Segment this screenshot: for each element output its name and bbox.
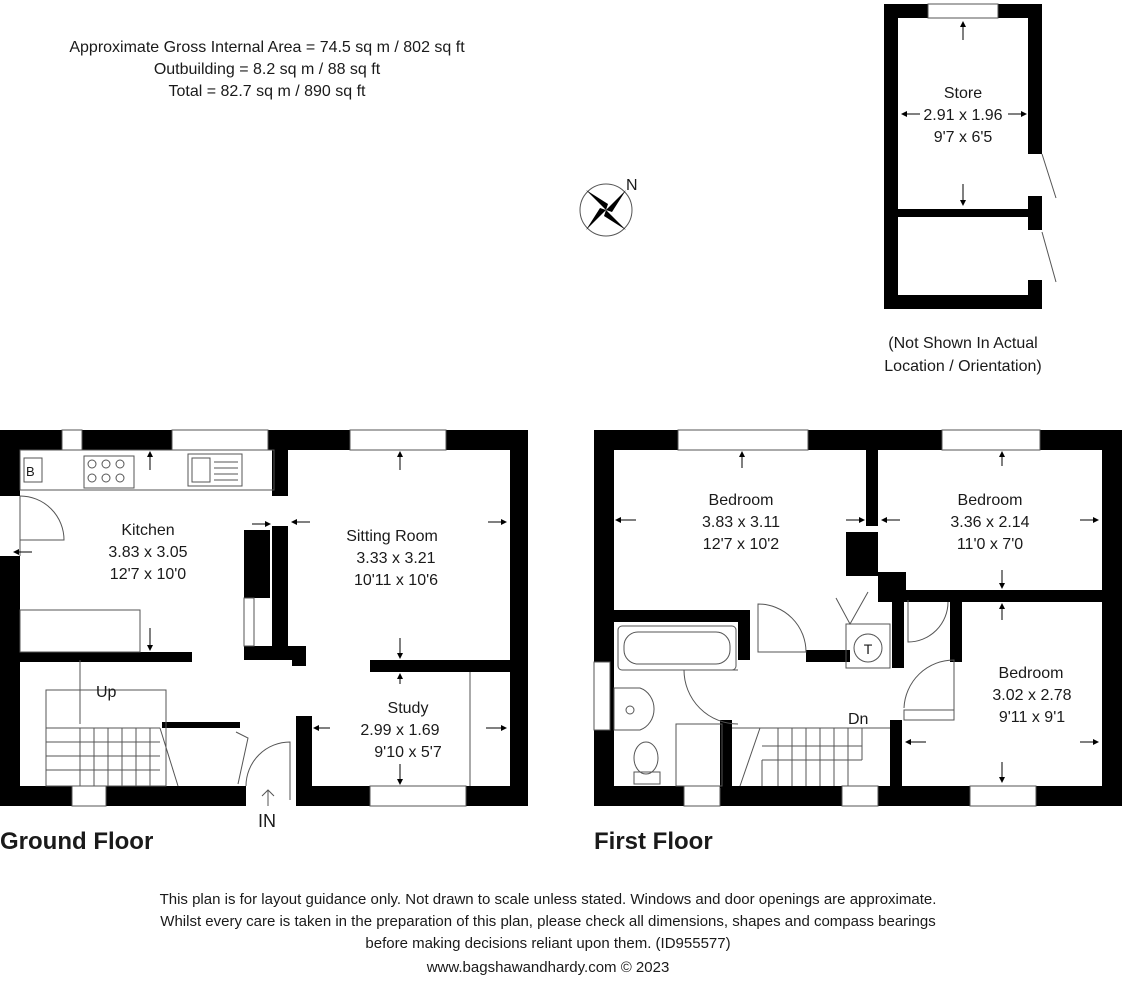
store-imperial: 9'7 x 6'5 (934, 129, 993, 146)
compass-icon (579, 183, 633, 237)
gross-internal-area: Approximate Gross Internal Area = 74.5 s… (69, 39, 465, 56)
kitchen-metric: 3.83 x 3.05 (108, 544, 187, 561)
bedroom1-imperial: 12'7 x 10'2 (703, 536, 779, 553)
bedroom3-imperial: 9'11 x 9'1 (999, 709, 1065, 726)
kitchen-imperial: 12'7 x 10'0 (110, 566, 186, 583)
sink-icon (187, 453, 243, 487)
hob-icon (83, 455, 135, 489)
bedroom2-name: Bedroom (958, 492, 1023, 509)
bedroom2-imperial: 11'0 x 7'0 (957, 536, 1023, 553)
stairs-icon (45, 660, 179, 787)
bedroom3-name: Bedroom (999, 665, 1064, 682)
outbuilding-area: Outbuilding = 8.2 sq m / 88 sq ft (154, 61, 381, 78)
outbuilding-note-line1: (Not Shown In Actual (888, 335, 1037, 352)
website-link[interactable]: www.bagshawandhardy.com © 2023 (426, 959, 670, 976)
bedroom3-metric: 3.02 x 2.78 (992, 687, 1071, 704)
boiler-label: B (26, 464, 35, 479)
bedroom2-metric: 3.36 x 2.14 (950, 514, 1029, 531)
study-metric: 2.99 x 1.69 (360, 722, 439, 739)
study-imperial: 9'10 x 5'7 (374, 744, 442, 761)
ground-floor-title: Ground Floor (0, 828, 153, 855)
bath-icon (617, 625, 737, 671)
bedroom1-metric: 3.83 x 3.11 (702, 514, 780, 531)
bedroom1-name: Bedroom (709, 492, 774, 509)
study-name: Study (388, 700, 429, 717)
store-name: Store (944, 85, 982, 102)
sitting-room-name: Sitting Room (346, 528, 438, 545)
outbuilding-plan (884, 3, 1057, 309)
entrance-label: IN (258, 811, 276, 831)
tank-label: T (864, 641, 873, 657)
stairs-up-label: Up (96, 684, 117, 701)
first-floor-title: First Floor (594, 828, 713, 855)
stairs-icon (732, 727, 890, 787)
ground-floor-plan (0, 429, 528, 807)
toilet-icon (633, 741, 661, 785)
kitchen-name: Kitchen (121, 522, 174, 539)
stairs-down-label: Dn (848, 711, 868, 728)
disclaimer-line1: This plan is for layout guidance only. N… (160, 891, 937, 908)
total-area: Total = 82.7 sq m / 890 sq ft (169, 83, 367, 100)
disclaimer-line2: Whilst every care is taken in the prepar… (160, 913, 935, 930)
compass-north-label: N (626, 177, 638, 194)
basin-icon (613, 687, 655, 731)
outbuilding-note-line2: Location / Orientation) (884, 358, 1041, 375)
first-floor-plan (593, 429, 1122, 807)
disclaimer-line3: before making decisions reliant upon the… (365, 935, 730, 952)
sitting-room-imperial: 10'11 x 10'6 (354, 572, 438, 589)
sitting-room-metric: 3.33 x 3.21 (356, 550, 435, 567)
store-metric: 2.91 x 1.96 (923, 107, 1002, 124)
